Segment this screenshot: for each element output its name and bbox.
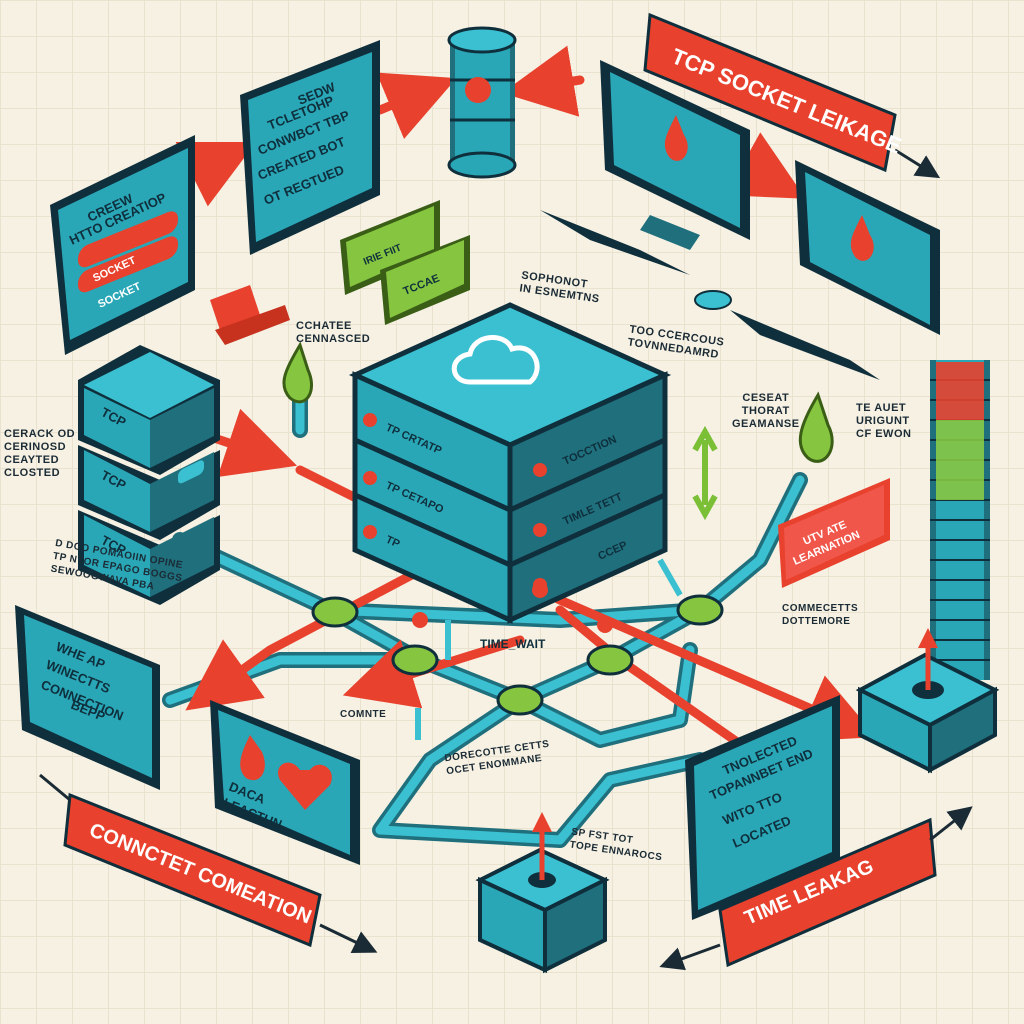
central-server	[348, 302, 672, 624]
monitor-1	[540, 60, 750, 275]
annotation-comnte: COMNTE	[340, 709, 387, 720]
panel-bottom-right	[685, 695, 840, 920]
monitor-2	[694, 160, 940, 380]
database-icon	[447, 26, 517, 179]
green-drops	[282, 341, 834, 463]
green-tags	[340, 200, 470, 325]
panel-left-mid	[15, 605, 160, 790]
signal-arrows	[415, 425, 718, 740]
progress-column	[930, 360, 990, 680]
banner-bottom-left-text: CONNCTET COMEATION	[86, 819, 314, 928]
banner-bottom-right	[659, 806, 973, 971]
banner-top-right	[643, 12, 941, 179]
laptop-icon	[210, 285, 290, 345]
time-wait-label: TIME_WAIT	[480, 637, 546, 651]
junction-nodes	[311, 594, 724, 716]
panel-top-mid	[240, 40, 380, 255]
banner-bottom-left	[39, 773, 378, 954]
panel-bottom-mid	[210, 700, 360, 865]
tcp-stack	[78, 345, 220, 605]
panel-top-left	[50, 135, 195, 355]
server-slot-3: TP	[384, 534, 402, 551]
right-cube	[855, 628, 1000, 774]
panel-right-small	[778, 478, 890, 588]
bottom-cube	[475, 812, 610, 974]
